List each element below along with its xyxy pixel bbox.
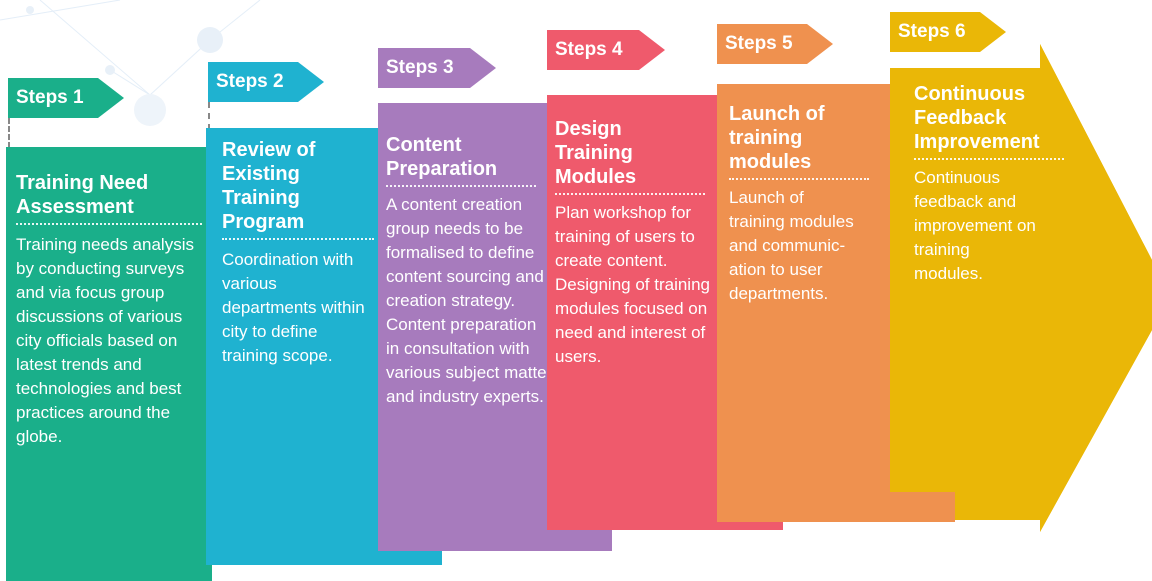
step-3-description: A content creation group needs to be for… [386, 195, 553, 406]
step-6-divider [914, 158, 1064, 160]
step-2-description: Coordination with various departments wi… [222, 250, 365, 365]
step-1-title: Training Need Assessment [16, 172, 149, 218]
step-2-tag: Steps 2 [208, 62, 324, 102]
step-4-description: Plan workshop for training of users to c… [555, 203, 710, 366]
step-6-description: Continuous feedback and improvement on t… [914, 168, 1036, 283]
step-1-card: Training Need Assessment Training needs … [6, 147, 212, 581]
step-6-tag-label: Steps 6 [898, 21, 966, 42]
step-6-title: Continuous Feedback Improvement [914, 83, 1040, 153]
step-1-description: Training needs analysis by conducting su… [16, 235, 194, 446]
step-5-divider [729, 178, 869, 180]
step-4-tag: Steps 4 [547, 30, 665, 70]
step-5-title: Launch of training modules [729, 103, 825, 173]
step-3-tag: Steps 3 [378, 48, 496, 88]
step-1-divider [16, 223, 202, 225]
step-4-divider [555, 193, 705, 195]
step-4-tag-label: Steps 4 [555, 39, 623, 60]
step-5-tag: Steps 5 [717, 24, 833, 64]
step-5-tag-label: Steps 5 [725, 33, 793, 54]
step-6-card: Continuous Feedback Improvement Continuo… [890, 68, 1064, 492]
step-1-connector [8, 118, 10, 148]
step-3-tag-label: Steps 3 [386, 57, 454, 78]
step-2-title: Review of Existing Training Program [222, 139, 316, 233]
step-2-tag-label: Steps 2 [216, 71, 284, 92]
step-1-tag: Steps 1 [8, 78, 124, 118]
step-6-tag: Steps 6 [890, 12, 1006, 52]
step-2-connector [208, 102, 210, 130]
step-3-divider [386, 185, 536, 187]
step-1-tag-label: Steps 1 [16, 87, 84, 108]
step-5-description: Launch of training modules and communic-… [729, 188, 854, 303]
step-3-title: Content Preparation [386, 134, 498, 180]
step-4-title: Design Training Modules [555, 118, 637, 188]
step-2-divider [222, 238, 374, 240]
network-background-graphic [0, 0, 261, 126]
